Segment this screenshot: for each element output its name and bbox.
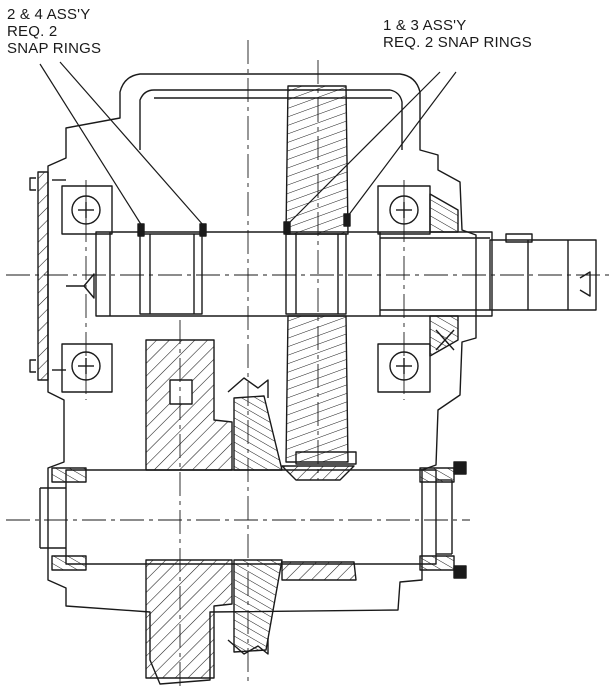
right-seal-bottom	[429, 315, 459, 357]
gear-hub-2	[139, 233, 203, 315]
bearing-left-top	[61, 185, 113, 235]
leader-left-2	[59, 61, 205, 227]
callout-left-line1: 2 & 4 ASS'Y	[7, 6, 91, 23]
leader-left-1	[39, 63, 143, 227]
callout-left-line3: SNAP RINGS	[7, 40, 102, 57]
bearing-lower-left	[51, 467, 87, 483]
bearing-lower-right	[419, 467, 455, 483]
upper-helical-gear	[285, 85, 349, 235]
housing-cavity	[139, 89, 403, 150]
upper-shaft	[95, 231, 493, 317]
callout-right-line2: REQ. 2 SNAP RINGS	[383, 34, 532, 51]
callout-left-assembly: 2 & 4 ASS'Y REQ. 2 SNAP RINGS	[7, 6, 101, 57]
callout-right-line1: 1 & 3 ASS'Y	[383, 17, 467, 34]
gear-hub-4	[285, 233, 347, 315]
leader-right-2	[347, 71, 457, 217]
snap-ring-2	[199, 223, 207, 237]
bolt-right-upper	[453, 461, 467, 475]
bolt-right-lower	[453, 565, 467, 579]
leader-right-1	[287, 71, 441, 225]
callout-right-assembly: 1 & 3 ASS'Y REQ. 2 SNAP RINGS	[383, 17, 532, 51]
housing-outline	[47, 73, 477, 685]
lower-spur-gear	[145, 339, 233, 471]
bearing-left-bottom	[61, 343, 113, 393]
right-seal-top	[429, 193, 459, 233]
lower-helical-pinion	[233, 395, 283, 471]
callout-left-line2: REQ. 2	[7, 23, 58, 40]
lower-shaft	[65, 469, 437, 565]
snap-ring-1	[137, 223, 145, 237]
left-end-cover	[37, 171, 49, 381]
